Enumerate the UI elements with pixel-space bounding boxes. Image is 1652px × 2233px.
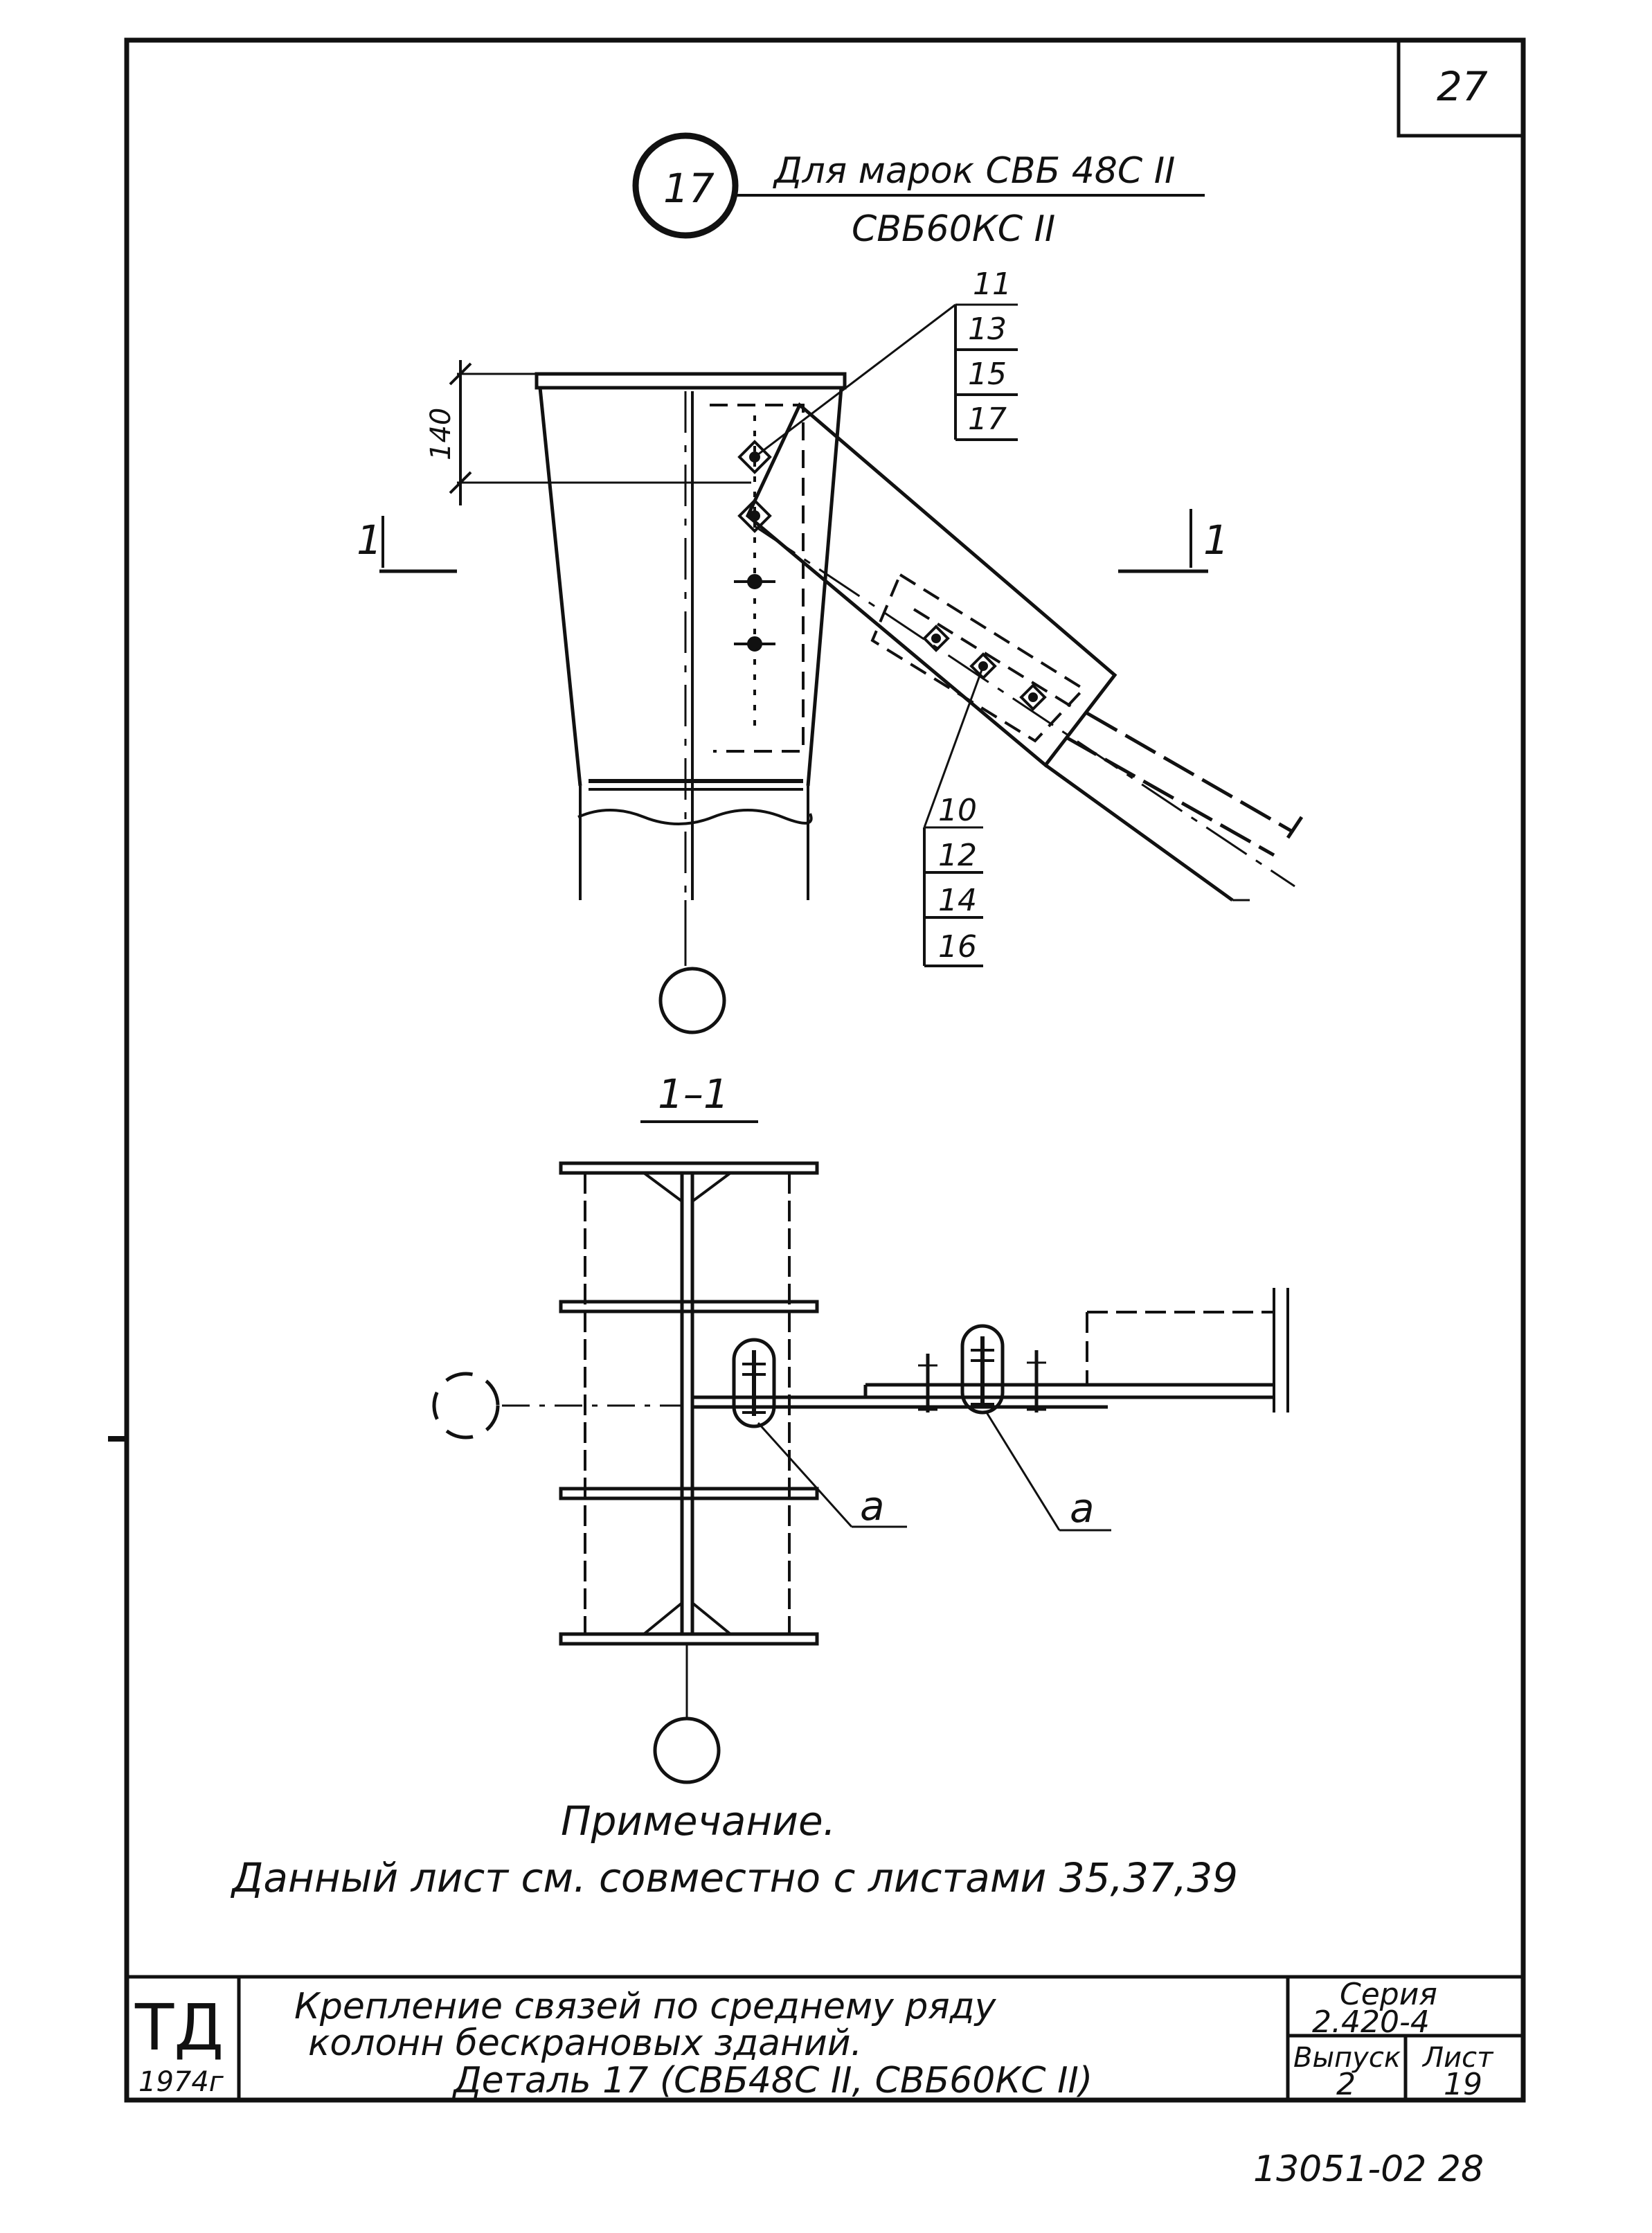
detail-title-line2: СВБ60КС II: [852, 208, 1055, 250]
elevation-view: [379, 303, 1304, 1034]
callout-a-right: a: [1070, 1485, 1095, 1532]
dimension-140: 140: [425, 408, 457, 460]
section-mark-left: 1: [357, 517, 382, 564]
series-label: Серия: [1340, 1977, 1437, 2012]
label-17: 17: [968, 402, 1007, 437]
sheet-label: Лист: [1421, 2042, 1494, 2074]
detail-number: 17: [663, 165, 715, 212]
org-mark: ТД: [134, 1991, 224, 2065]
drawing-title-line3: Деталь 17 (СВБ48С II, СВБ60КС II): [452, 2060, 1093, 2101]
issue-value: 2: [1336, 2067, 1356, 2102]
year: 1974г: [138, 2066, 224, 2098]
note-heading: Примечание.: [561, 1797, 836, 1845]
note-text: Данный лист см. совместно с листами 35,3…: [230, 1854, 1238, 1901]
label-14: 14: [938, 883, 977, 918]
detail-marker-circle: [632, 132, 739, 239]
footer-code: 13051-02 28: [1253, 2149, 1484, 2190]
label-13: 13: [968, 312, 1007, 347]
section-view: [432, 1161, 1289, 1784]
sheet-frame: [124, 37, 1526, 2103]
label-table-bottom: [923, 827, 983, 967]
corner-number: 27: [1437, 63, 1488, 110]
label-table-top: [954, 305, 1018, 441]
drawing-title-line2: колонн бескрановых зданий.: [308, 2023, 862, 2064]
label-11: 11: [973, 267, 1012, 302]
detail-title-line1: Для марок СВБ 48С II: [773, 150, 1175, 192]
title-block-frame: [127, 1975, 1523, 2100]
corner-number-box: [1397, 38, 1525, 138]
sheet-value: 19: [1444, 2067, 1482, 2102]
drawing-title-line1: Крепление связей по среднему ряду: [294, 1986, 997, 2027]
label-10: 10: [938, 793, 977, 828]
label-15: 15: [968, 357, 1007, 392]
series-value: 2.420-4: [1312, 2005, 1430, 2040]
issue-label: Выпуск: [1293, 2042, 1401, 2074]
section-title: 1–1: [658, 1070, 729, 1118]
label-16: 16: [938, 929, 977, 965]
callout-a-left: a: [860, 1482, 885, 1530]
section-mark-right: 1: [1203, 517, 1229, 564]
label-12: 12: [938, 838, 977, 873]
